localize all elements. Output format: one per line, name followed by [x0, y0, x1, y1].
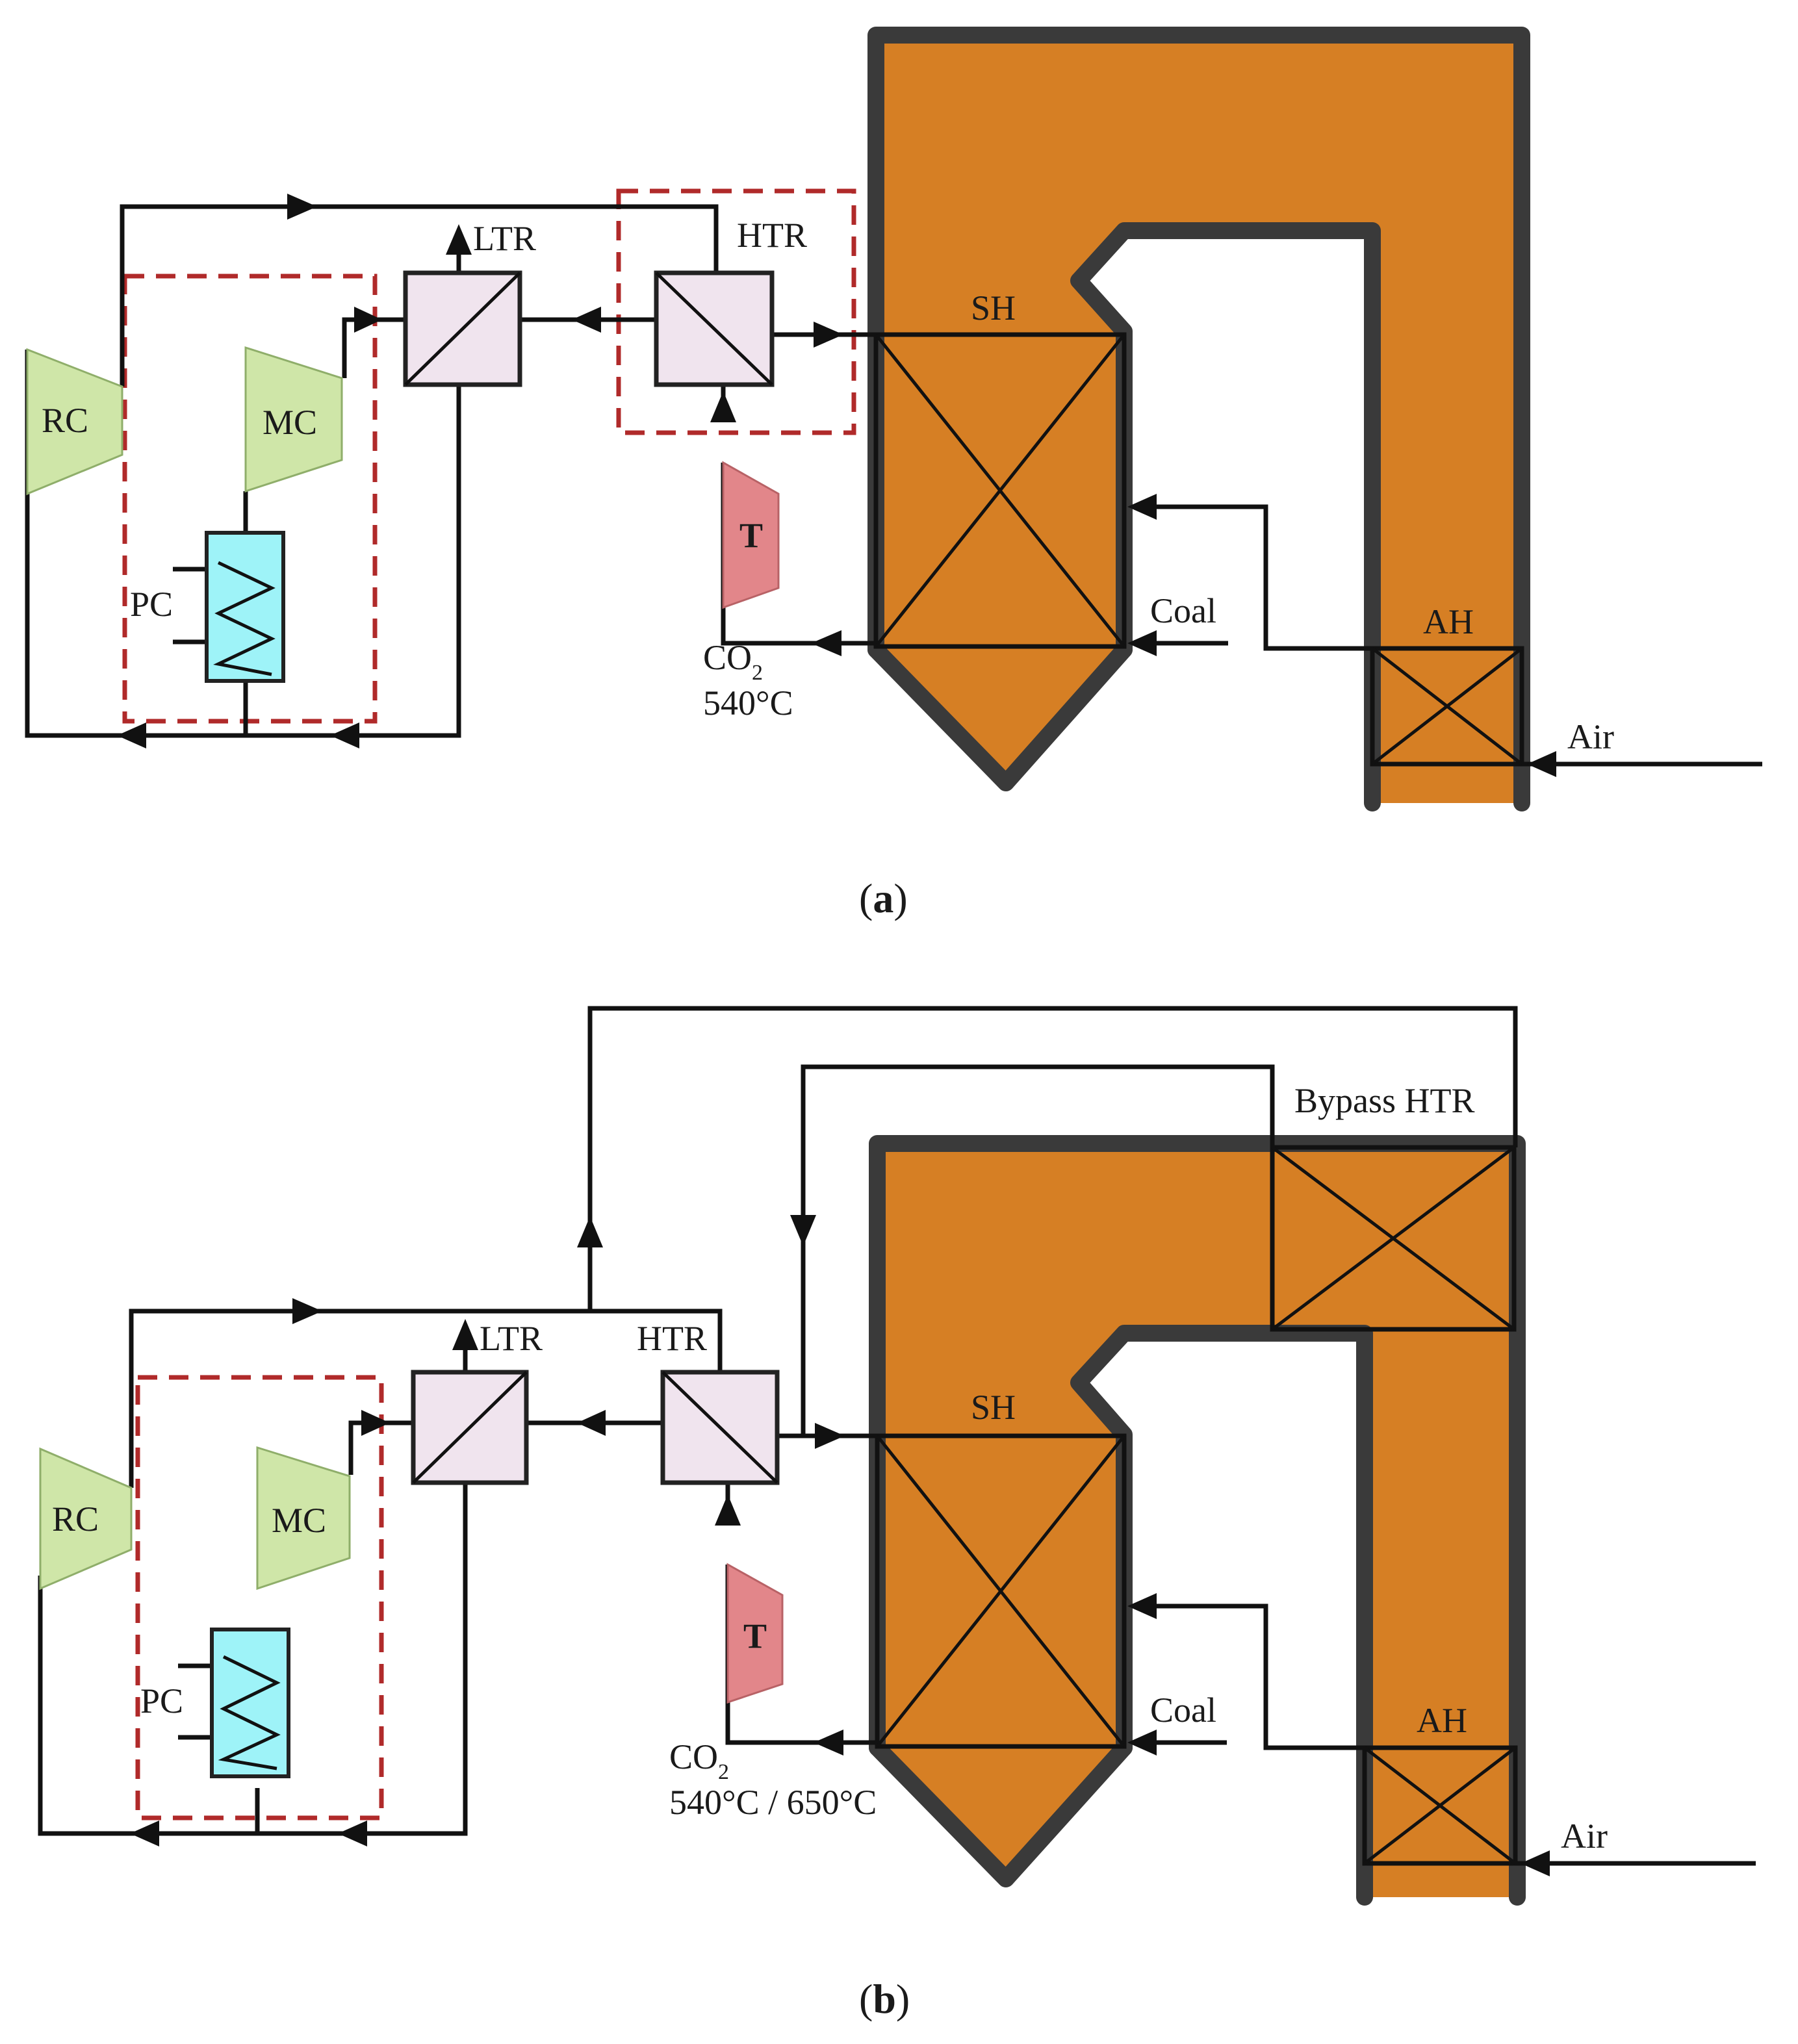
- htr-exchanger: [654, 270, 775, 387]
- air-label-b: Air: [1561, 1817, 1608, 1856]
- turbine-label: T: [739, 516, 763, 555]
- dashed-box-htr: [616, 188, 856, 435]
- caption-a: (a): [859, 875, 908, 921]
- bypass-htr-block: [1270, 1145, 1517, 1332]
- rc-label: RC: [42, 401, 88, 440]
- coal-label-b: Coal: [1150, 1691, 1216, 1730]
- pc-label-b: PC: [140, 1681, 183, 1720]
- air-heater-b: [1362, 1745, 1518, 1866]
- htr-exchanger-b: [660, 1370, 780, 1485]
- rc-compressor-b: [39, 1447, 133, 1590]
- htr-label-b: HTR: [637, 1319, 707, 1358]
- caption-b: (b): [859, 1976, 910, 2022]
- rc-compressor: [26, 348, 123, 496]
- co2-label-b: CO2: [669, 1737, 729, 1784]
- co2-label: CO2: [703, 638, 763, 685]
- bypass-htr-label: Bypass HTR: [1294, 1081, 1475, 1120]
- ltr-label: LTR: [473, 219, 536, 258]
- furnace-inner-wall-b: [1070, 1325, 1373, 1906]
- turbine-b: [726, 1563, 784, 1704]
- superheater: [873, 332, 1127, 649]
- panel-b: LTR HTR Bypass HTR SH RC MC PC T Coal AH…: [38, 1006, 1756, 2022]
- dashed-box-left: [122, 274, 378, 724]
- arrows-a: [117, 194, 1556, 777]
- co2-temp-label: 540°C: [703, 683, 793, 722]
- turbine: [722, 461, 780, 609]
- sh-label: SH: [971, 288, 1016, 327]
- hopper-wall-b: [869, 1739, 1133, 1887]
- mc-label: MC: [263, 403, 317, 442]
- sh-label-b: SH: [971, 1388, 1016, 1427]
- panel-a: LTR HTR SH RC MC PC T Coal AH Air CO2 54…: [25, 27, 1762, 921]
- superheater-b: [875, 1433, 1127, 1749]
- precooler-b: [210, 1628, 290, 1778]
- ltr-label-b: LTR: [480, 1319, 543, 1358]
- mc-compressor-b: [256, 1446, 351, 1590]
- htr-label: HTR: [737, 216, 807, 255]
- hopper-wall: [867, 641, 1133, 791]
- ah-label-b: AH: [1417, 1701, 1467, 1740]
- furnace-body-b: [877, 1143, 1517, 1897]
- turbine-label-b: T: [743, 1616, 767, 1655]
- rc-label-b: RC: [52, 1500, 99, 1539]
- precooler: [205, 531, 285, 683]
- coal-label: Coal: [1150, 591, 1216, 630]
- mc-label-b: MC: [272, 1501, 326, 1540]
- ah-label: AH: [1423, 602, 1474, 641]
- pc-label: PC: [130, 585, 173, 624]
- ltr-exchanger-b: [411, 1370, 529, 1485]
- ltr-exchanger: [403, 270, 522, 387]
- co2-temp-label-b: 540°C / 650°C: [669, 1783, 877, 1822]
- air-label: Air: [1567, 717, 1614, 756]
- arrows-b: [130, 1215, 1550, 1876]
- mc-compressor: [244, 346, 343, 493]
- air-heater: [1370, 646, 1524, 767]
